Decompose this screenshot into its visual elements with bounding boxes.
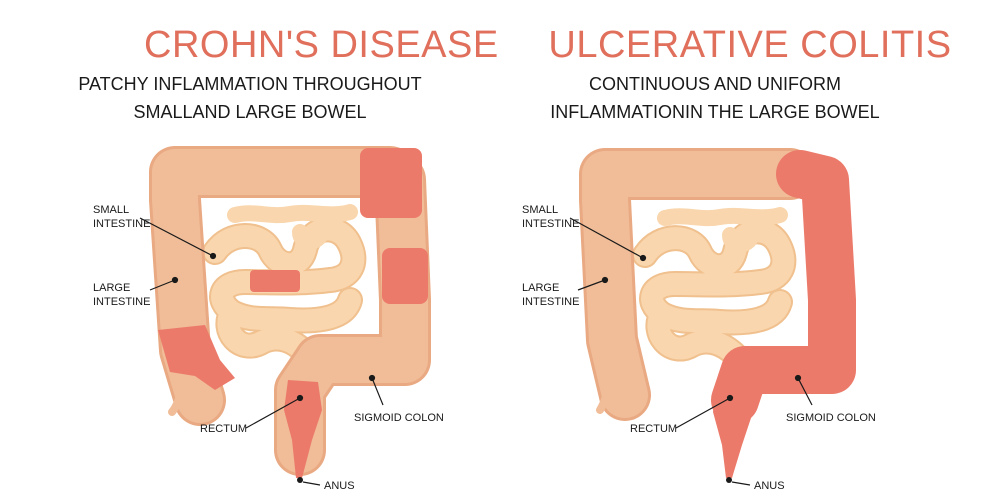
crohns-title: CROHN'S DISEASE [144, 24, 499, 66]
colitis-label-large-2: INTESTINE [522, 296, 579, 308]
crohns-inflamed-patch-upper-right [360, 148, 422, 218]
colitis-label-sigmoid: SIGMOID COLON [786, 412, 876, 424]
crohns-label-sigmoid: SIGMOID COLON [354, 412, 444, 424]
crohns-anus-dot [297, 477, 303, 483]
crohns-label-anus: ANUS [324, 480, 355, 492]
crohns-label-large-2: INTESTINE [93, 296, 150, 308]
colitis-label-anus: ANUS [754, 480, 785, 492]
crohns-subtitle-line1: PATCHY INFLAMMATION THROUGHOUT [78, 74, 422, 94]
crohns-rectum [284, 380, 322, 478]
colitis-label-rectum: RECTUM [630, 423, 677, 435]
colitis-label-large-1: LARGE [522, 282, 559, 294]
colitis-small-intestine [632, 207, 797, 375]
crohns-label-rectum: RECTUM [200, 423, 247, 435]
colitis-label-small-2: INTESTINE [522, 218, 579, 230]
crohns-subtitle-line2: SMALLAND LARGE BOWEL [133, 102, 367, 122]
colitis-label-small-1: SMALL [522, 204, 558, 216]
crohns-inflamed-patch-right [382, 248, 428, 304]
crohns-inflamed-patch-lower-left [158, 325, 235, 390]
colitis-panel: ULCERATIVE COLITIS CONTINUOUS AND UNIFOR… [500, 0, 1000, 500]
crohns-diagram: SMALL INTESTINE LARGE INTESTINE RECTUM S… [93, 146, 444, 492]
colitis-subtitle-line1: CONTINUOUS AND UNIFORM [589, 74, 841, 94]
colitis-leader-lines [569, 217, 813, 486]
colitis-subtitle-line2: INFLAMMATIONIN THE LARGE BOWEL [550, 102, 880, 122]
crohns-small-inflamed-patch [250, 270, 300, 292]
crohns-label-small-1: SMALL [93, 204, 129, 216]
crohns-leader-lines [139, 217, 384, 486]
crohns-panel: CROHN'S DISEASE PATCHY INFLAMMATION THRO… [78, 24, 498, 122]
colitis-diagram: SMALL INTESTINE LARGE INTESTINE RECTUM S… [522, 148, 876, 492]
colitis-large-intestine [579, 148, 856, 483]
crohns-label-large-1: LARGE [93, 282, 130, 294]
crohns-label-small-2: INTESTINE [93, 218, 150, 230]
colitis-anus-dot [726, 477, 732, 483]
colitis-rectum [713, 380, 752, 478]
colitis-title: ULCERATIVE COLITIS [548, 24, 952, 66]
crohns-large-intestine [149, 146, 431, 483]
